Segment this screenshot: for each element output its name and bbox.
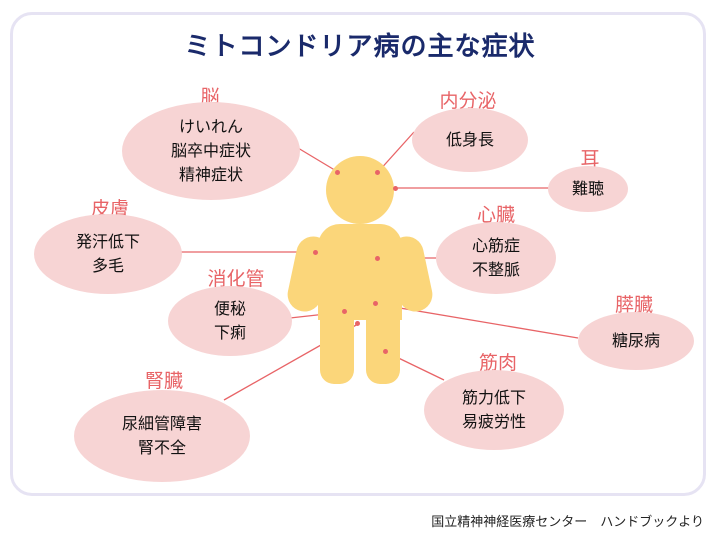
label-ear: 耳: [580, 148, 600, 170]
label-muscle: 筋肉: [478, 352, 517, 374]
bubble-digestive: 便秘 下痢: [168, 286, 292, 356]
symptom-skin-2: 多毛: [91, 256, 124, 275]
symptom-heart-2: 不整脈: [471, 260, 520, 279]
line-brain: [297, 147, 339, 173]
label-endocrine: 内分泌: [439, 90, 497, 112]
symptom-brain-2: 脳卒中症状: [170, 141, 251, 160]
dot-muscle: [383, 349, 388, 354]
dot-endocrine: [375, 170, 380, 175]
dot-digestive: [342, 309, 347, 314]
bubble-brain: けいれん 脳卒中症状 精神症状: [122, 102, 300, 200]
symptom-kidney-2: 腎不全: [137, 438, 186, 457]
source-credit: 国立精神神経医療センター ハンドブックより: [431, 515, 704, 530]
bubble-muscle: 筋力低下 易疲労性: [424, 370, 564, 450]
symptom-skin-1: 発汗低下: [75, 232, 140, 251]
figure-right-leg: [366, 300, 400, 384]
dot-skin: [313, 250, 318, 255]
figure-head: [326, 156, 394, 224]
symptom-pancreas-1: 糖尿病: [611, 331, 660, 350]
page-title: ミトコンドリア病の主な症状: [184, 32, 536, 62]
bubble-ear: 難聴: [548, 166, 628, 212]
dot-brain: [335, 170, 340, 175]
symptom-heart-1: 心筋症: [471, 236, 520, 255]
label-digestive: 消化管: [207, 268, 265, 290]
symptom-endocrine-1: 低身長: [445, 130, 494, 149]
bubble-kidney: 尿細管障害 腎不全: [74, 390, 250, 482]
symptom-ear-1: 難聴: [571, 179, 604, 198]
figure-left-leg: [320, 300, 354, 384]
dot-heart: [375, 256, 380, 261]
symptom-muscle-1: 筋力低下: [461, 388, 526, 407]
bubble-pancreas: 糖尿病: [578, 312, 694, 370]
bubble-skin: 発汗低下 多毛: [34, 214, 182, 294]
label-heart: 心臓: [476, 204, 515, 226]
bubble-heart: 心筋症 不整脈: [436, 222, 556, 294]
symptom-brain-1: けいれん: [178, 117, 243, 136]
symptom-digestive-2: 下痢: [213, 323, 246, 342]
dot-pancreas: [373, 301, 378, 306]
dot-ear: [393, 186, 398, 191]
label-pancreas: 膵臓: [614, 294, 653, 316]
symptom-muscle-2: 易疲労性: [461, 412, 526, 431]
symptom-brain-3: 精神症状: [178, 165, 243, 184]
symptom-kidney-1: 尿細管障害: [121, 414, 202, 433]
symptom-digestive-1: 便秘: [213, 299, 246, 318]
label-kidney: 腎臓: [144, 370, 183, 392]
bubble-endocrine: 低身長: [412, 108, 528, 172]
dot-kidney: [355, 321, 360, 326]
